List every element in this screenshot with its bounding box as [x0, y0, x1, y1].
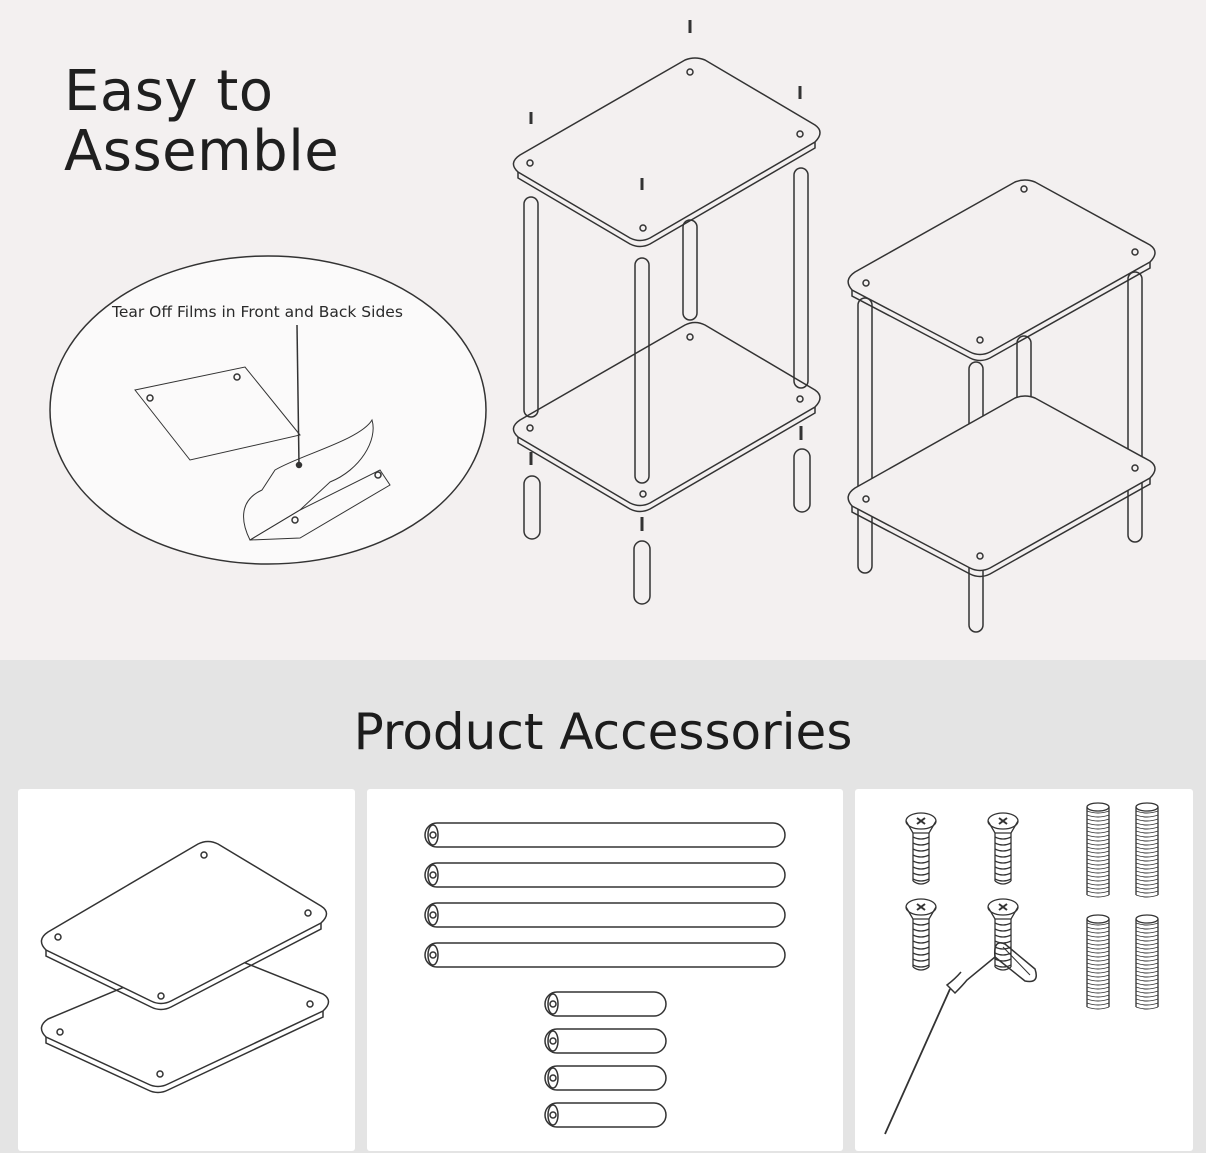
short-tube	[544, 991, 667, 1017]
assembly-section: Easy to Assemble Tear Off Films in Front…	[0, 0, 1206, 660]
screw-icon	[905, 898, 937, 971]
exploded-bottom-board	[512, 321, 821, 507]
assembled-table	[847, 179, 1156, 633]
boards-panel	[18, 789, 355, 1151]
title-line-1: Easy to	[64, 59, 274, 124]
long-tube	[424, 862, 786, 888]
hardware-panel	[855, 789, 1193, 1151]
assembled-bottom-board	[847, 395, 1156, 572]
short-tube	[544, 1028, 667, 1054]
short-tube	[544, 1065, 667, 1091]
long-tube	[424, 822, 786, 848]
film-callout-ellipse	[49, 255, 487, 565]
film-callout-pointer	[296, 324, 300, 466]
tubes-panel	[367, 789, 843, 1151]
assembly-illustration	[49, 20, 1156, 633]
boards-illustration	[40, 840, 330, 1094]
film-callout-label: Tear Off Films in Front and Back Sides	[112, 303, 403, 321]
exploded-top-board	[512, 57, 821, 242]
screw-icon	[987, 898, 1019, 971]
title-line-2: Assemble	[64, 119, 340, 184]
exploded-table	[512, 20, 821, 605]
short-tube	[544, 1102, 667, 1128]
threaded-rod-icon	[1086, 802, 1110, 898]
film-sheet	[134, 366, 301, 461]
page-title: Easy to Assemble	[64, 62, 339, 182]
screw-icon	[905, 812, 937, 885]
board-upper	[40, 840, 328, 1005]
assembled-top-board	[847, 179, 1156, 356]
accessories-title: Product Accessories	[353, 703, 853, 761]
screwdriver-icon	[884, 942, 1037, 1135]
threaded-rod-icon	[1135, 914, 1159, 1010]
threaded-rod-icon	[1135, 802, 1159, 898]
long-tube	[424, 902, 786, 928]
hardware-illustration	[884, 802, 1159, 1135]
threaded-rod-icon	[1086, 914, 1110, 1010]
film-peel	[243, 418, 374, 541]
screw-icon	[987, 812, 1019, 885]
long-tube	[424, 942, 786, 968]
tubes-illustration	[424, 822, 786, 1128]
